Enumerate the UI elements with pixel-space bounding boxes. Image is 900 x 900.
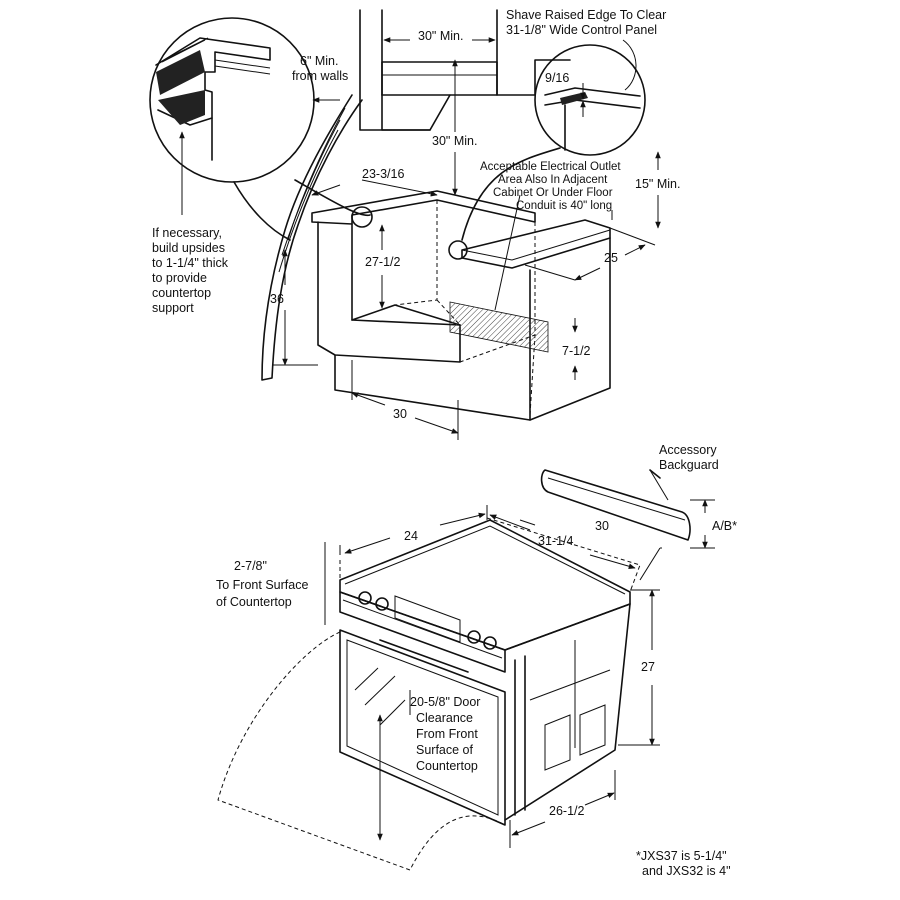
door-note-line1: 20-5/8" Door <box>410 695 480 709</box>
range-installation-view: Accessory Backguard 30 A/B* 24 31-1/4 2-… <box>216 443 737 878</box>
range-width-label: 31-1/4 <box>538 534 573 548</box>
countertop-depth-label: 25 <box>604 251 618 265</box>
outlet-note-line4: Conduit is 40" long <box>516 200 612 212</box>
knob-icon <box>467 630 481 644</box>
upsides-note-line2: build upsides <box>152 241 225 255</box>
counter-height-label: 36 <box>270 292 284 306</box>
outlet-height-label: 7-1/2 <box>562 344 591 358</box>
control-panel <box>339 591 506 673</box>
cutout-depth-label: 23-3/16 <box>362 167 404 181</box>
range-hood <box>381 61 498 131</box>
shave-note-line1: Shave Raised Edge To Clear <box>506 8 666 22</box>
countertop-right <box>461 219 611 269</box>
base-cabinet <box>317 221 461 363</box>
edge-dim-label: 9/16 <box>545 71 569 85</box>
upper-cabinet-left <box>359 9 431 131</box>
upsides-note-line5: countertop <box>152 286 211 300</box>
base-depth-label: 26-1/2 <box>549 804 584 818</box>
door-note-line2: Clearance <box>416 711 473 725</box>
door-swing-arc <box>217 631 506 871</box>
outlet-note-line1: Acceptable Electrical Outlet <box>480 161 621 173</box>
front-offset-line1: 2-7/8" <box>234 559 267 573</box>
range-depth-label: 24 <box>404 529 418 543</box>
backguard-label-line1: Accessory <box>659 443 717 457</box>
control-panel-detail-magnifier <box>448 39 646 260</box>
range-cooktop <box>339 519 631 651</box>
hood-clearance-label: 30" Min. <box>432 134 477 148</box>
front-offset-line2: To Front Surface <box>216 578 308 592</box>
outlet-area <box>449 301 549 353</box>
door-note-line5: Countertop <box>416 759 478 773</box>
oven-side <box>504 603 631 821</box>
footnote-line1: *JXS37 is 5-1/4" <box>636 849 727 863</box>
upper-clearance-label: 15" Min. <box>635 177 680 191</box>
footnote-line2: and JXS32 is 4" <box>642 864 731 878</box>
wall-clearance-line2: from walls <box>292 69 348 83</box>
upsides-note-line6: support <box>152 301 194 315</box>
backguard-height-label: A/B* <box>712 519 737 533</box>
door-note-line3: From Front <box>416 727 478 741</box>
front-offset-line3: of Countertop <box>216 595 292 609</box>
door-note-line4: Surface of <box>416 743 474 757</box>
cutout-height-label: 27-1/2 <box>365 255 400 269</box>
backguard-width-label: 30 <box>595 519 609 533</box>
cabinet-cutout-view: 30" Min. Shave Raised Edge To Clear 31-1… <box>149 8 680 440</box>
range-height-label: 27 <box>641 660 655 674</box>
shave-note-line2: 31-1/8" Wide Control Panel <box>506 23 657 37</box>
knob-icon <box>358 591 372 605</box>
knob-icon <box>375 597 389 611</box>
countertop-detail-magnifier <box>149 17 373 241</box>
cutout-width-label: 30 <box>393 407 407 421</box>
knob-icon <box>483 636 497 650</box>
side-wall <box>261 94 363 381</box>
outlet-note-line2: Area Also In Adjacent <box>498 174 608 186</box>
clearance-width-label: 30" Min. <box>418 29 463 43</box>
oven-door <box>339 629 506 826</box>
accessory-backguard <box>540 469 691 541</box>
outlet-note-line3: Cabinet Or Under Floor <box>493 187 613 199</box>
backguard-label-line2: Backguard <box>659 458 719 472</box>
upsides-note-line3: to 1-1/4" thick <box>152 256 229 270</box>
upsides-note-line4: to provide <box>152 271 207 285</box>
wall-clearance-line1: 6" Min. <box>300 54 338 68</box>
upsides-note-line1: If necessary, <box>152 226 222 240</box>
